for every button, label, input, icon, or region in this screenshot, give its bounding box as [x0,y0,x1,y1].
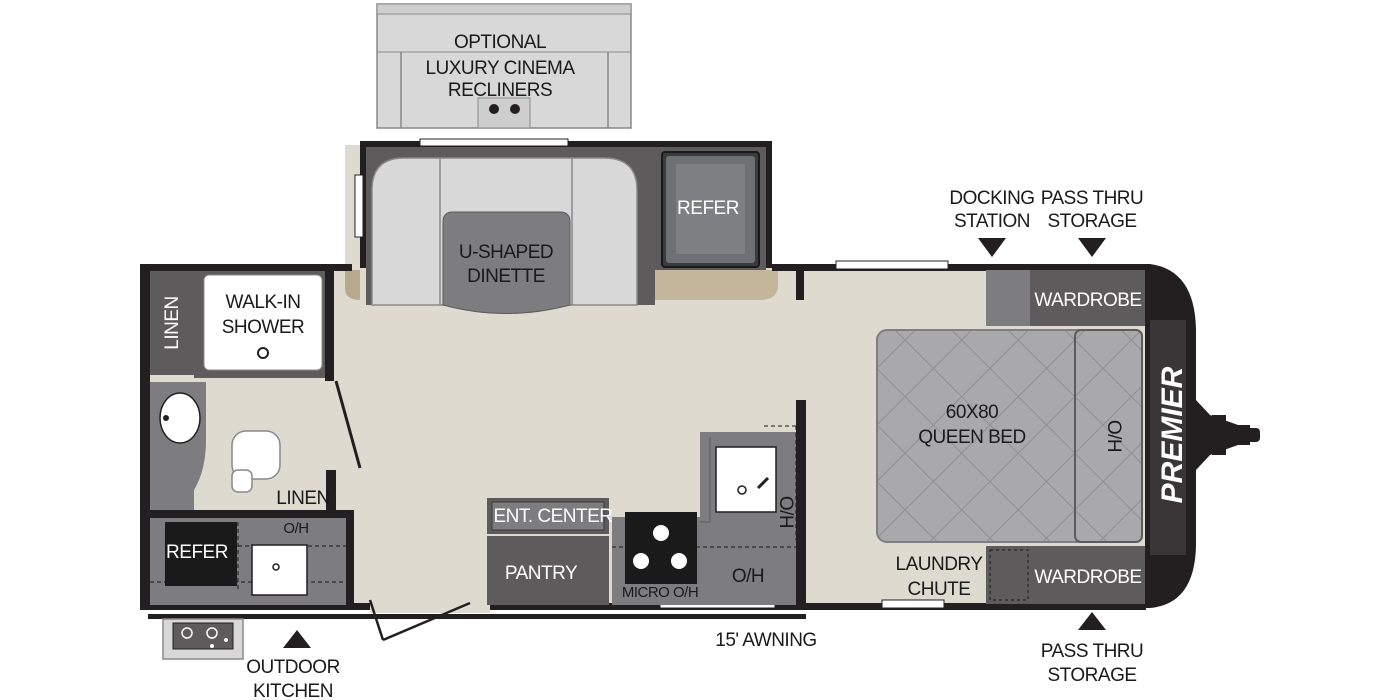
slideout-window [419,138,569,147]
pass-thru-bottom-callout: PASS THRU STORAGE [1041,612,1144,686]
faucet-icon [756,476,770,490]
outdoor-kitchen: REFER O/H [148,510,354,660]
burner-icon [633,553,649,569]
pass-thru-bottom-label-2: STORAGE [1047,665,1136,686]
drain-icon [257,347,269,359]
burner-icon [653,525,669,541]
optional-recliners: OPTIONAL LUXURY CINEMA RECLINERS [376,3,632,129]
arrow-down-icon [1078,238,1106,257]
awning-label: 15' AWNING [715,630,816,651]
dinette-label-2: DINETTE [467,266,545,287]
shower-label-1: WALK-IN [226,292,301,313]
window [835,260,949,270]
cupholder-icon [510,104,520,114]
outdoor-sink-icon [251,544,308,596]
laundry-label-2: CHUTE [908,579,971,600]
bath-sink-icon [159,392,201,444]
refer-top-label: REFER [677,198,739,219]
bed-label-2: QUEEN BED [918,427,1025,448]
bathroom: LINEN WALK-IN SHOWER LINEN [150,271,362,510]
sink-oh-label: O/H [775,496,796,528]
wardrobe-bottom-label: WARDROBE [1034,567,1141,588]
toilet-icon [231,430,281,480]
slideout-walls [345,138,778,300]
burner-icon [206,627,218,639]
refer-outdoor-label: REFER [166,542,228,563]
bedroom: WARDROBE WARDROBE 60X80 QUEEN BED O/H [876,270,1145,604]
laundry-label-1: LAUNDRY [896,554,984,575]
cupholder-icon [489,104,499,114]
bed-overhead-cabinet [1074,329,1143,543]
pantry-label: PANTRY [505,563,578,584]
linen-left-label: LINEN [162,296,183,349]
refrigerator: REFER [655,147,766,270]
cooktop [625,512,697,584]
shower-label-2: SHOWER [222,317,305,338]
outdoor-kitchen-label-1: OUTDOOR [246,657,340,678]
outdoor-kitchen-callout: OUTDOOR KITCHEN [246,630,340,700]
micro-oh-label: MICRO O/H [622,584,698,601]
pass-thru-top-callout: PASS THRU STORAGE [1041,188,1144,257]
recliners-label-2: LUXURY CINEMA [425,58,575,79]
burner-icon [181,627,193,639]
kitchen-oh-label: O/H [732,566,764,587]
arrow-down-icon [978,238,1006,257]
recliners-label-3: RECLINERS [448,80,552,101]
arrow-up-icon [283,630,311,648]
pass-thru-top-label-1: PASS THRU [1041,188,1144,209]
brand-logo: PREMIER [1156,366,1189,503]
bath-door [334,380,362,469]
linen-bath-label: LINEN [276,488,329,509]
outdoor-kitchen-label-2: KITCHEN [253,681,333,700]
front-cap: PREMIER [1145,264,1260,608]
recliners-label-1: OPTIONAL [454,32,546,53]
hitch-icon [1196,400,1260,470]
docking-label-1: DOCKING [949,188,1034,209]
u-shaped-dinette: U-SHAPED DINETTE [366,147,655,314]
outdoor-oh-label: O/H [283,520,308,537]
kitchen: ENT. CENTER PANTRY MICRO O/H O/H O/H [487,425,797,605]
bed-label-1: 60X80 [946,402,998,423]
pass-thru-bottom-label-1: PASS THRU [1041,641,1144,662]
burner-icon [671,553,687,569]
docking-callout: DOCKING STATION [949,188,1035,257]
wardrobe-top-label: WARDROBE [1034,290,1141,311]
docking-label-2: STATION [954,211,1030,232]
window [881,599,945,609]
bed-oh-label: O/H [1103,420,1124,452]
dinette-label-1: U-SHAPED [459,242,553,263]
ent-center-label: ENT. CENTER [493,506,612,527]
entry-door [368,599,490,642]
side-window [354,174,364,238]
arrow-up-icon [1078,612,1106,630]
pass-thru-top-label-2: STORAGE [1047,211,1136,232]
